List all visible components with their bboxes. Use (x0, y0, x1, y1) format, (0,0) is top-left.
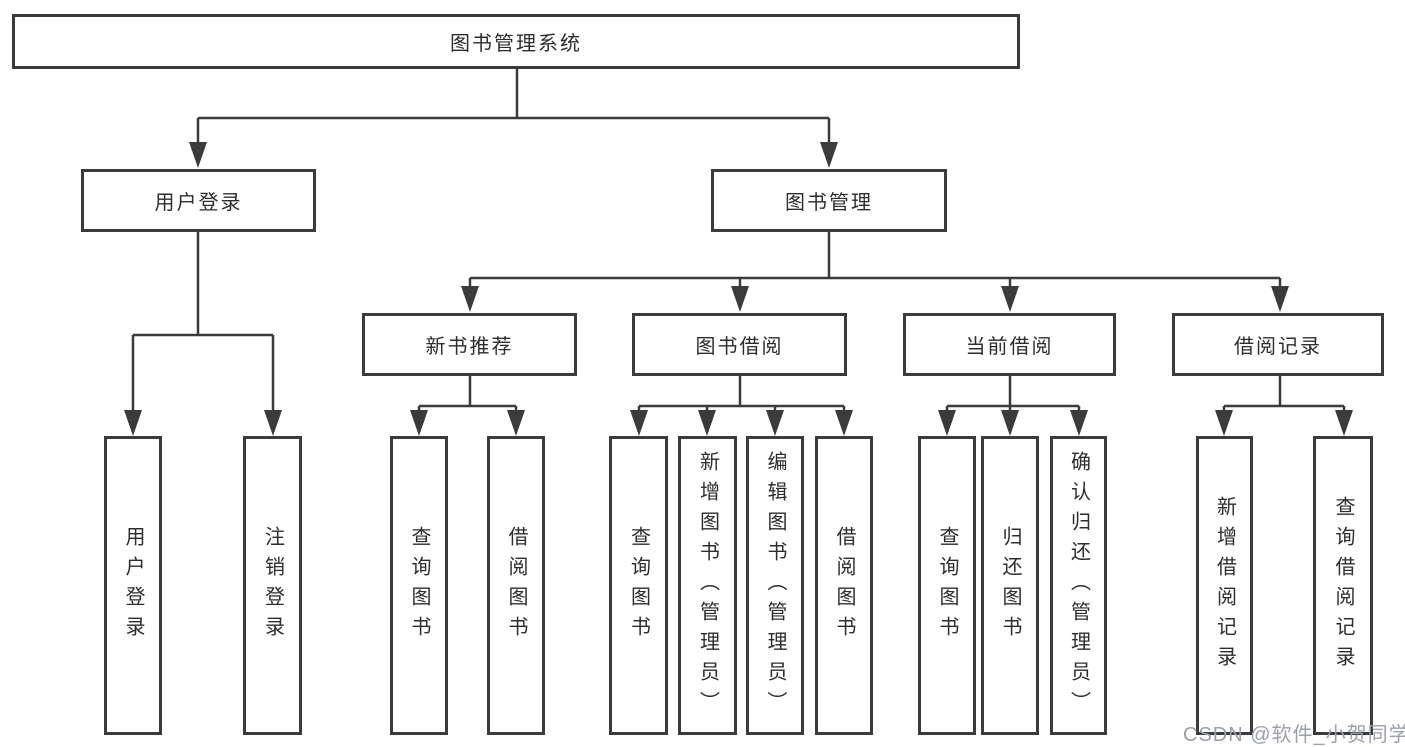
node-current-borrowing: 当前借阅 (903, 313, 1116, 376)
leaf-label: 归还图书 (999, 525, 1021, 646)
node-new-book-recommend: 新书推荐 (362, 313, 577, 376)
node-library-management-system: 图书管理系统 (12, 14, 1020, 69)
node-label: 当前借阅 (965, 336, 1054, 358)
leaf-add-borrow-record: 新增借阅记录 (1196, 436, 1253, 735)
node-label: 新书推荐 (425, 336, 514, 358)
leaf-label: 确认归还（管理员） (1067, 450, 1090, 721)
leaf-logout: 注销登录 (243, 436, 302, 735)
node-book-borrowing: 图书借阅 (632, 313, 847, 376)
leaf-label: 注销登录 (261, 525, 284, 646)
leaf-query-borrow-record: 查询借阅记录 (1313, 436, 1373, 735)
node-label: 借阅记录 (1234, 336, 1322, 358)
leaf-label: 新增借阅记录 (1213, 495, 1236, 676)
node-label: 图书管理 (785, 192, 873, 214)
node-borrowing-records: 借阅记录 (1172, 313, 1384, 376)
leaf-borrow-books-recommend: 借阅图书 (487, 436, 545, 735)
leaf-query-books-current: 查询图书 (918, 436, 976, 735)
leaf-label: 借阅图书 (833, 525, 855, 646)
leaf-label: 查询图书 (936, 525, 958, 646)
node-book-management: 图书管理 (711, 169, 947, 232)
node-label: 图书管理系统 (450, 33, 582, 55)
leaf-confirm-return-admin: 确认归还（管理员） (1050, 436, 1107, 735)
leaf-query-books-recommend: 查询图书 (390, 436, 448, 735)
leaf-label: 查询图书 (408, 525, 430, 646)
node-user-login: 用户登录 (81, 169, 316, 232)
leaf-return-books: 归还图书 (981, 436, 1039, 735)
leaf-label: 用户登录 (122, 525, 144, 646)
leaf-user-login: 用户登录 (104, 436, 162, 735)
leaf-query-books-borrowing: 查询图书 (609, 436, 668, 735)
leaf-label: 借阅图书 (505, 525, 527, 646)
arrowheads (124, 142, 1353, 436)
leaf-add-books-admin: 新增图书（管理员） (678, 436, 737, 735)
node-label: 用户登录 (154, 192, 243, 214)
leaf-edit-books-admin: 编辑图书（管理员） (746, 436, 804, 735)
leaf-label: 新增图书（管理员） (696, 450, 719, 721)
leaf-label: 编辑图书（管理员） (764, 450, 786, 721)
leaf-label: 查询图书 (627, 525, 650, 646)
leaf-label: 查询借阅记录 (1332, 495, 1354, 676)
watermark: CSDN @软件_小贺同学 (1183, 724, 1405, 746)
node-label: 图书借阅 (695, 336, 784, 358)
leaf-borrow-books: 借阅图书 (815, 436, 873, 735)
